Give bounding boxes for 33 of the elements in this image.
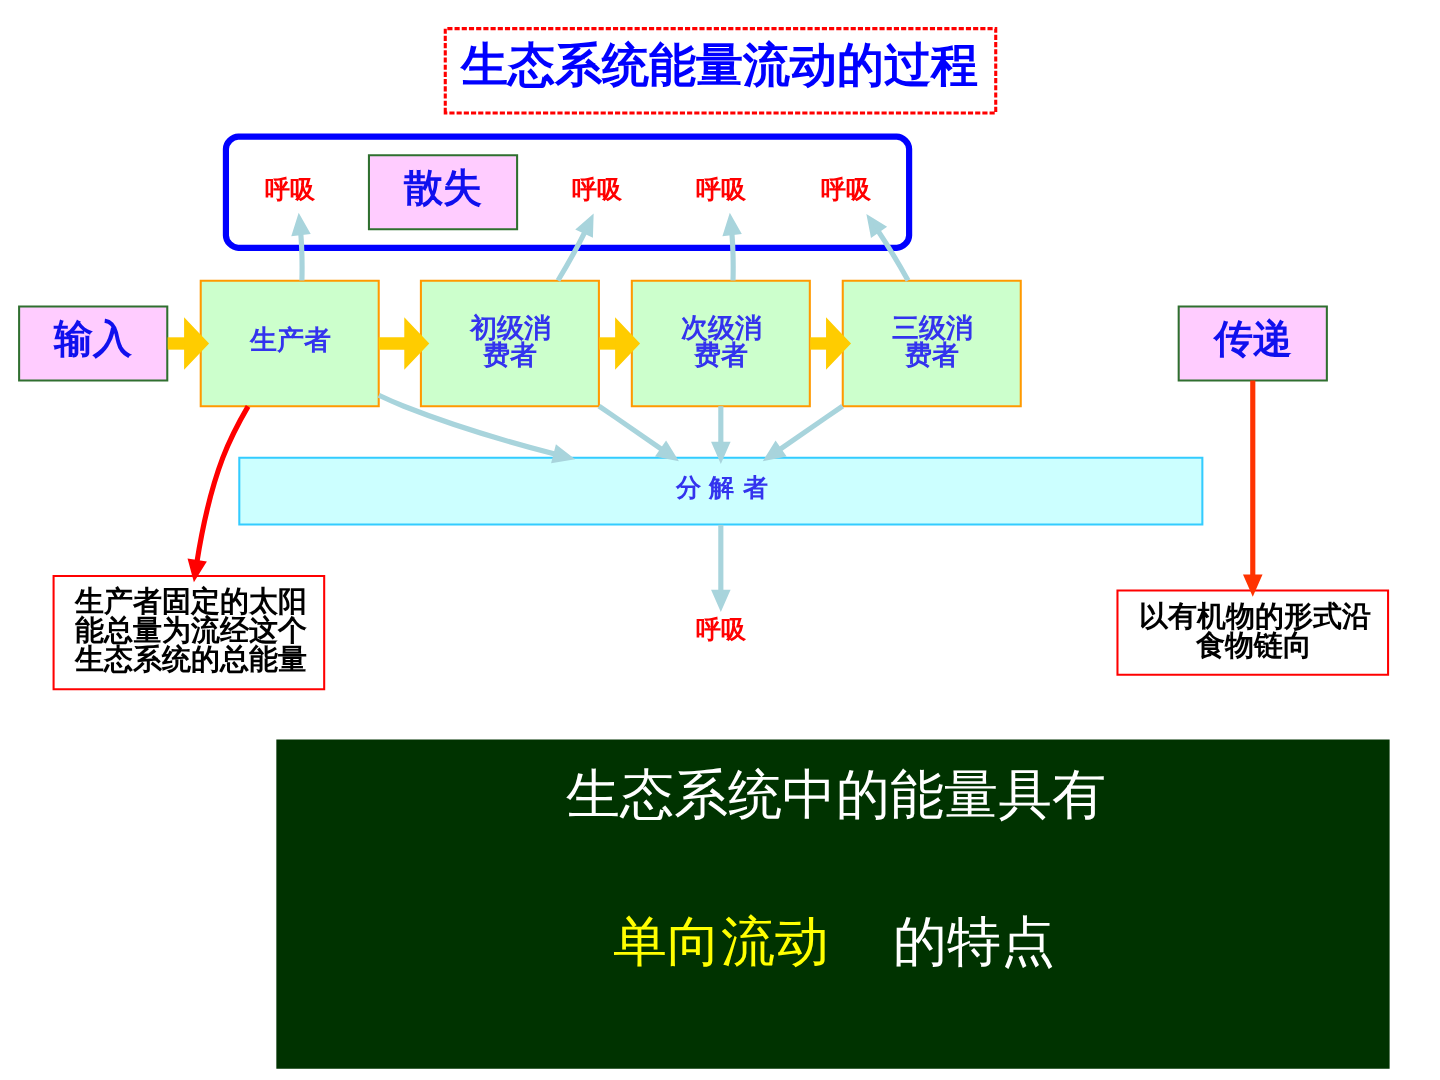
node-box: 分 解 者 (237, 456, 1203, 526)
node-text: 呼吸 (695, 614, 746, 644)
arrow (597, 403, 679, 462)
arrow (290, 212, 311, 281)
node-box: 传递 (1177, 305, 1328, 382)
arrow (555, 213, 594, 282)
node-box: 生产者 (199, 279, 380, 408)
node-text: 呼吸 (820, 174, 871, 204)
cluster (222, 133, 912, 251)
node-text: 呼吸 (571, 174, 622, 204)
arrow (809, 317, 851, 370)
node-text: 呼吸 (264, 174, 315, 204)
arrow (762, 403, 844, 462)
arrow (710, 524, 731, 612)
arrow (167, 317, 209, 370)
arrow (721, 212, 742, 281)
node-box: 生产者固定的太阳能总量为流经这个生态系统的总能量 (52, 575, 325, 691)
node-box: 次级消费者 (630, 279, 811, 408)
diagram-title: 生态系统能量流动的过程 (460, 37, 978, 93)
arrow (378, 317, 429, 370)
arrow (598, 317, 640, 370)
node-box: 散失 (367, 154, 518, 231)
arrow (1242, 380, 1263, 597)
arrow (187, 405, 250, 583)
node-box: 三级消费者 (841, 279, 1022, 408)
node-box: 输入 (17, 305, 168, 382)
arrow (865, 213, 910, 282)
node-box: 初级消费者 (419, 279, 600, 408)
node-text: 呼吸 (695, 174, 746, 204)
node-box: 以有机物的形式沿食物链向 (1115, 589, 1389, 676)
arrow (377, 392, 575, 464)
node-box: 生态系统中的能量具有 单向流动 的特点 (275, 739, 1390, 1069)
arrow (710, 406, 731, 465)
